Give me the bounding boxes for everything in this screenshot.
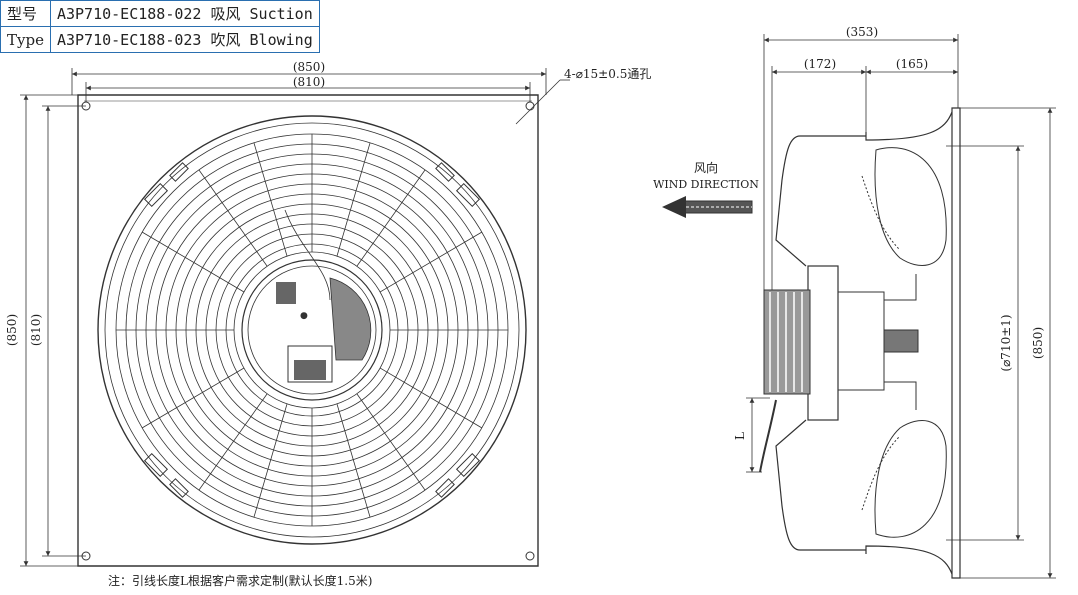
motor-rotor bbox=[807, 265, 839, 421]
mounting-hole bbox=[525, 101, 535, 111]
dim-lead-length: L bbox=[733, 432, 747, 440]
model-label: Type bbox=[0, 26, 51, 53]
model-row-suction: 型号 A3P710-EC188-022 吸风 Suction bbox=[0, 0, 320, 27]
guard-profile bbox=[775, 135, 866, 267]
mounting-plate bbox=[77, 94, 539, 567]
dim-motor-depth: (172) bbox=[804, 57, 836, 71]
model-value: A3P710-EC188-022 吸风 Suction bbox=[49, 0, 320, 27]
wind-label-en: WIND DIRECTION bbox=[653, 178, 759, 191]
impeller-blade bbox=[874, 147, 947, 266]
wind-label-cn: 风向 bbox=[694, 160, 718, 175]
svg-text:●: ● bbox=[300, 311, 308, 321]
side-dimensions bbox=[746, 34, 1056, 579]
wind-arrow-icon bbox=[662, 196, 753, 218]
dim-overall-width: (850) bbox=[293, 60, 325, 74]
model-label: 型号 bbox=[0, 0, 51, 27]
motor-heatsink bbox=[329, 277, 372, 361]
model-table: 型号 A3P710-EC188-022 吸风 Suction Type A3P7… bbox=[0, 0, 320, 53]
dim-hole-height: (810) bbox=[29, 314, 43, 346]
hole-callout: 4-⌀15±0.5通孔 bbox=[564, 67, 651, 81]
dim-side-height: (850) bbox=[1031, 327, 1045, 359]
motor-shaft bbox=[883, 329, 919, 353]
dim-hole-width: (810) bbox=[293, 75, 325, 89]
lead-cable bbox=[759, 399, 777, 473]
dim-impeller-diameter: (⌀710±1) bbox=[999, 314, 1013, 371]
dim-ring-depth: (165) bbox=[896, 57, 928, 71]
front-dimensions bbox=[20, 68, 570, 567]
dim-overall-height: (850) bbox=[5, 314, 19, 346]
front-view: ● bbox=[77, 94, 539, 567]
guard-mount-feet bbox=[143, 162, 481, 498]
side-view bbox=[759, 107, 961, 579]
guard-grille bbox=[115, 133, 509, 527]
venturi-side bbox=[951, 107, 961, 579]
dim-depth: (353) bbox=[846, 25, 878, 39]
lead-length-note: 注：引线长度L根据客户需求定制(默认长度1.5米) bbox=[108, 574, 373, 588]
venturi-ring-outer bbox=[97, 115, 527, 545]
motor-heatsink-side bbox=[763, 289, 811, 395]
model-value: A3P710-EC188-023 吹风 Blowing bbox=[49, 26, 320, 53]
impeller-blade bbox=[874, 420, 947, 538]
mounting-hole bbox=[525, 551, 535, 561]
model-row-blowing: Type A3P710-EC188-023 吹风 Blowing bbox=[0, 26, 320, 53]
wind-direction: 风向 WIND DIRECTION bbox=[653, 160, 759, 218]
